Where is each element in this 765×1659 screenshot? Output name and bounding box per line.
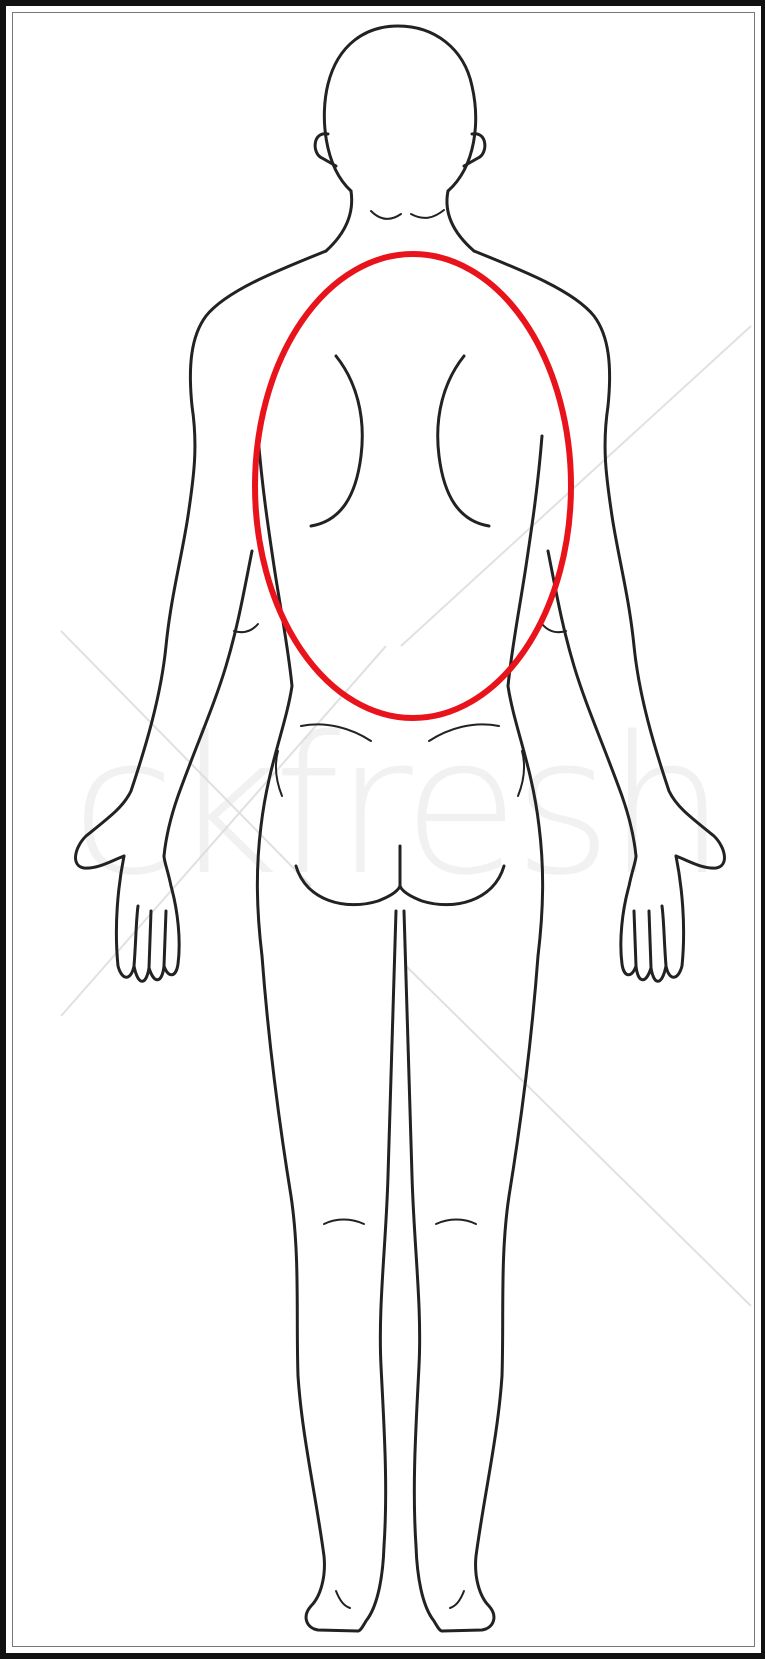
body-outline bbox=[76, 26, 725, 1631]
left-leg-inner bbox=[358, 911, 396, 1631]
head bbox=[324, 26, 475, 191]
hip-right bbox=[518, 751, 524, 796]
torso-left bbox=[257, 436, 292, 956]
torso-right bbox=[508, 436, 543, 956]
right-shoulder-blade bbox=[438, 356, 489, 526]
lower-back-left bbox=[301, 724, 371, 741]
right-hand bbox=[621, 856, 684, 981]
right-arm-inner bbox=[548, 551, 636, 856]
right-ankle bbox=[450, 1591, 464, 1608]
left-ankle bbox=[336, 1591, 350, 1608]
upper-back-highlight bbox=[255, 254, 571, 718]
body-diagram bbox=[6, 6, 765, 1659]
left-knee-crease bbox=[324, 1220, 364, 1225]
left-leg-outer bbox=[262, 956, 358, 1631]
neck-lines bbox=[371, 210, 444, 219]
right-leg-inner bbox=[404, 911, 442, 1631]
right-leg-outer bbox=[442, 956, 538, 1631]
left-arm-inner bbox=[164, 551, 252, 856]
right-knee-crease bbox=[436, 1220, 476, 1225]
watermark-lines bbox=[61, 326, 751, 1306]
hip-left bbox=[276, 751, 282, 796]
right-arm-outer bbox=[474, 251, 724, 868]
neck-right bbox=[447, 191, 474, 251]
left-shoulder-blade bbox=[311, 356, 362, 526]
lower-back-right bbox=[429, 724, 499, 741]
neck-left bbox=[326, 191, 352, 251]
